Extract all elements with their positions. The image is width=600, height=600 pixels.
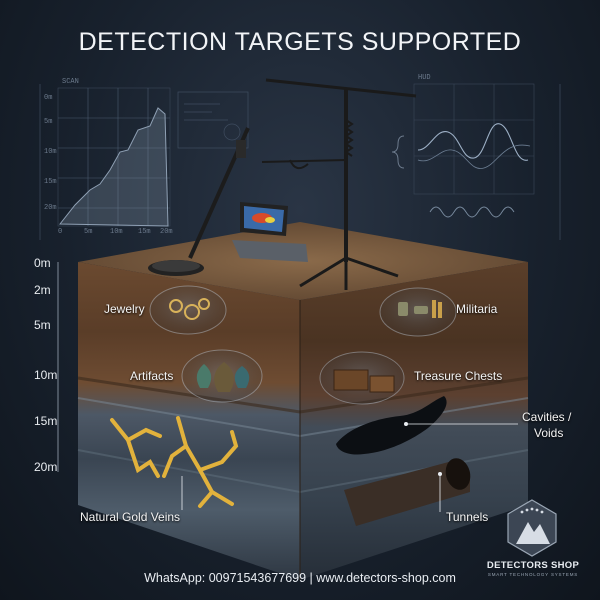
depth-marker: 20m <box>34 460 58 474</box>
hud-graph-label: HUD <box>418 74 431 82</box>
depth-marker: 0m <box>34 256 51 270</box>
treasure-chests-label: Treasure Chests <box>414 369 503 383</box>
cavities-pointer-dot <box>404 422 408 426</box>
voids-label: Voids <box>534 426 564 440</box>
scan-y-tick: 10m <box>44 148 57 156</box>
scan-y-tick: 0m <box>44 94 53 102</box>
handheld-detector-icon <box>148 127 250 276</box>
hud-oscillation <box>429 206 515 218</box>
brand-name: DETECTORS SHOP <box>486 560 580 571</box>
cube-front-face <box>78 262 300 580</box>
brand-logo-mountain-icon <box>516 522 550 544</box>
militaria-label: Militaria <box>456 302 498 316</box>
page-title: DETECTION TARGETS SUPPORTED <box>78 28 522 56</box>
scan-x-tick: 0 <box>58 228 63 236</box>
scan-graph-curve <box>58 107 169 227</box>
hud-brace <box>391 135 405 169</box>
treasure-chest-icon <box>333 369 395 393</box>
hud-graph-wave-2 <box>417 144 531 169</box>
artifacts-icon <box>196 362 250 392</box>
scan-x-tick: 10m <box>110 228 123 236</box>
tunnel-graphic <box>344 460 470 526</box>
militaria-icon <box>398 300 442 318</box>
jewelry-bubble <box>149 285 227 335</box>
hud-graph-wave <box>417 123 529 161</box>
tunnels-pointer-dot <box>438 472 442 476</box>
brand-tagline: SMART TECHNOLOGY SYSTEMS <box>487 572 579 577</box>
depth-marker: 10m <box>34 368 58 382</box>
depth-marker: 15m <box>34 414 58 428</box>
hud-dial <box>177 91 249 149</box>
scan-y-tick: 20m <box>44 204 57 212</box>
cavity-void <box>336 396 447 455</box>
brand-logo-stars-icon <box>520 507 544 514</box>
jewelry-icon <box>169 298 210 320</box>
scan-x-tick: 20m <box>160 228 173 236</box>
gold-veins-label: Natural Gold Veins <box>80 510 181 524</box>
cavities-label: Cavities / <box>522 410 572 424</box>
artifacts-label: Artifacts <box>130 369 174 383</box>
scan-y-tick: 15m <box>44 178 57 186</box>
scanner-monitor-icon <box>232 202 308 262</box>
scan-graph-label: SCAN <box>62 78 79 86</box>
antenna-tripod-icon <box>261 78 417 290</box>
scan-x-tick: 5m <box>84 228 93 236</box>
scan-graph <box>57 87 171 227</box>
depth-marker: 2m <box>34 283 51 297</box>
hud-graph <box>413 83 535 195</box>
gold-vein-graphic <box>110 416 239 508</box>
scan-x-tick: 15m <box>138 228 151 236</box>
scan-y-tick: 5m <box>44 118 53 126</box>
depth-marker: 5m <box>34 318 51 332</box>
tunnel-opening <box>445 458 471 490</box>
contact-footer: WhatsApp: 00971543677699 | www.detectors… <box>144 571 456 585</box>
tunnels-label: Tunnels <box>446 510 489 524</box>
jewelry-label: Jewelry <box>104 302 145 316</box>
